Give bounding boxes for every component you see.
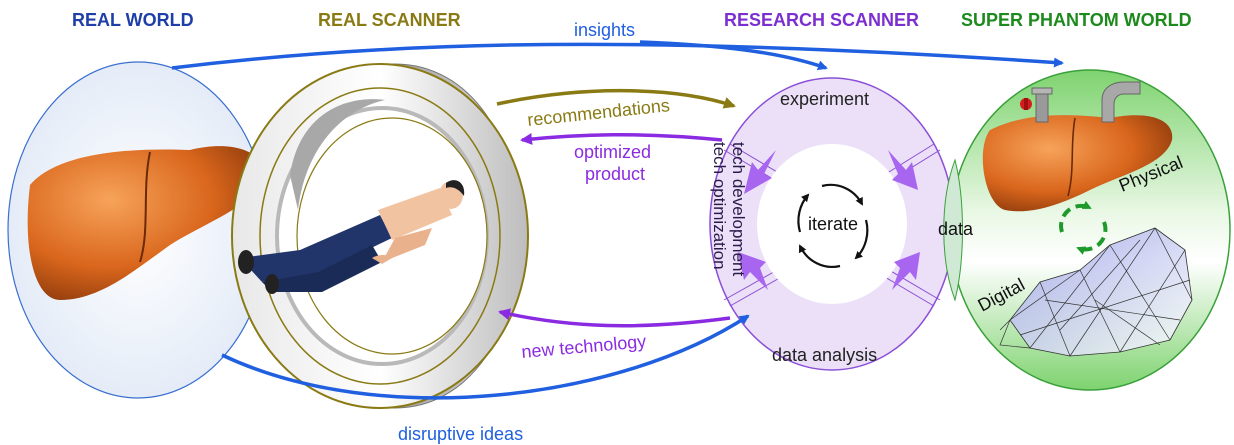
insights-label: insights: [574, 20, 635, 40]
research-scanner-circle: [709, 77, 955, 371]
optimized-product-arrow: [520, 132, 723, 145]
header-super-phantom-world: SUPER PHANTOM WORLD: [961, 10, 1192, 30]
iterate-label: iterate: [808, 214, 858, 234]
optimized-label: optimized: [574, 142, 651, 162]
pipe-icon: [1020, 81, 1141, 123]
header-real-scanner: REAL SCANNER: [318, 10, 461, 30]
product-label: product: [585, 164, 645, 184]
disruptive-ideas-label: disruptive ideas: [398, 424, 523, 444]
new-technology-arrow: [498, 308, 731, 328]
header-real-world: REAL WORLD: [72, 10, 194, 30]
patient-icon: [238, 180, 465, 294]
new-technology-label: new technology: [521, 331, 647, 362]
mesh-icon: [999, 227, 1193, 357]
insights-arrow: [171, 42, 1064, 70]
green-cycle-icon: [1059, 200, 1108, 255]
cycle-arrows-icon: [797, 183, 869, 268]
recommendations-label: recommendations: [526, 95, 670, 130]
insights-branch-arrow: [639, 40, 828, 71]
liver-icon: [27, 146, 263, 300]
tech-optimization-label: tech optimization: [710, 142, 729, 270]
inward-arrows: [738, 150, 920, 290]
disruptive-ideas-arrow: [221, 314, 750, 400]
data-label: data: [938, 219, 974, 239]
tech-development-label: tech development: [729, 142, 748, 276]
header-research-scanner: RESEARCH SCANNER: [724, 10, 919, 30]
phantom-liver-icon: [982, 115, 1173, 212]
recommendations-arrow: [496, 88, 736, 109]
data-analysis-label: data analysis: [772, 345, 877, 365]
experiment-label: experiment: [780, 89, 869, 109]
